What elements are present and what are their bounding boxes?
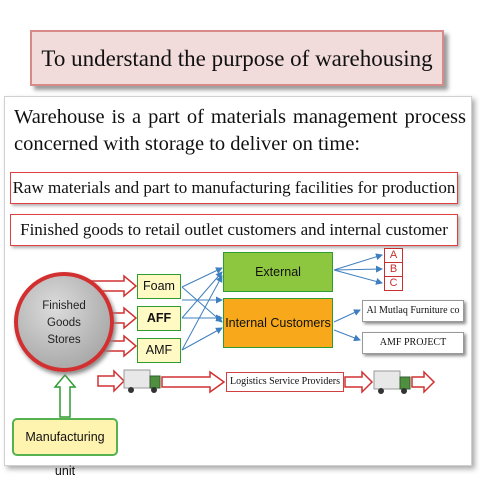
internal-customer-amf-project: AMF PROJECT (362, 332, 464, 354)
point-finished-goods-text: Finished goods to retail outlet customer… (20, 220, 448, 239)
material-amf: AMF (137, 338, 181, 363)
page-title: To understand the purpose of warehousing (41, 46, 433, 71)
point-raw-materials: Raw materials and part to manufacturing … (10, 172, 458, 204)
truck-icon (123, 369, 161, 393)
external-customer-c: C (384, 276, 403, 291)
manufacturing-to-stores-arrow (53, 373, 77, 418)
manufacturing-unit-box: Manufacturing unit (12, 418, 118, 478)
truck-icon (373, 370, 411, 394)
logistics-providers-box: Logistics Service Providers (226, 372, 344, 392)
external-customers-box: External Customers (223, 252, 333, 317)
logistics-arrows (97, 369, 436, 394)
internal-customer-al-mutlaq: Al Mutlaq Furniture co (362, 300, 464, 322)
material-foam: Foam (137, 274, 181, 299)
materials-to-customers-lines (181, 267, 223, 351)
point-finished-goods: Finished goods to retail outlet customer… (10, 214, 458, 246)
stores-label-line2: Goods (47, 317, 81, 329)
material-aff: AFF (137, 306, 181, 331)
stores-label-line3: Stores (47, 334, 81, 346)
stores-to-aff-arrow (110, 306, 138, 330)
external-customer-b: B (384, 262, 403, 277)
point-raw-materials-text: Raw materials and part to manufacturing … (12, 178, 456, 197)
intro-paragraph: Warehouse is a part of materials managem… (14, 106, 466, 155)
stores-label: Finished Goods Stores (24, 298, 104, 349)
internal-customers-box: Internal Customers (223, 298, 333, 348)
stores-label-line1: Finished (42, 300, 86, 312)
external-customer-a: A (384, 248, 403, 263)
internal-to-list-lines (333, 309, 361, 342)
finished-goods-stores-node: Finished Goods Stores (14, 272, 114, 372)
title-box: To understand the purpose of warehousing (30, 30, 444, 86)
external-to-list-lines (333, 253, 383, 285)
